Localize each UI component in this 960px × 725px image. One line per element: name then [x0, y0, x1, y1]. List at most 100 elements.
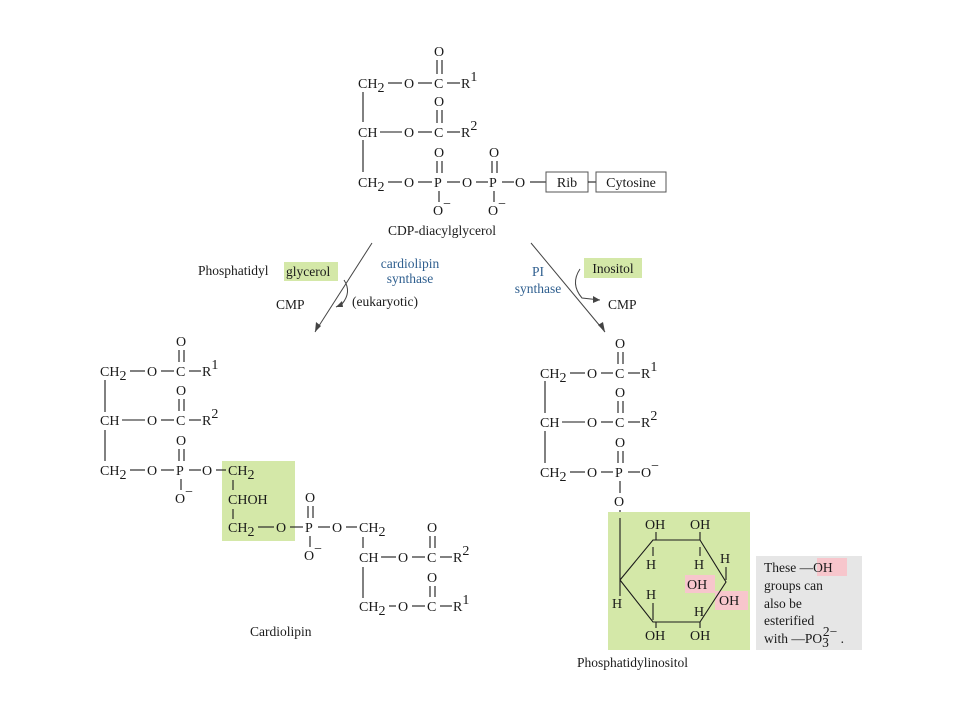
phosphatidylinositol-structure: CH2 O C O R1 CH O C O R2 CH2 O P O O− O — [540, 337, 750, 670]
r1-label: R1 — [202, 358, 218, 380]
carbonyl-oxygen-label: O — [176, 384, 186, 399]
oh-label: OH — [645, 518, 665, 533]
oh-label: OH — [645, 629, 665, 644]
enzyme-cardiolipin-synthase-line1: cardiolipin — [381, 256, 440, 271]
phosphoryl-oxygen-label: O — [489, 146, 499, 161]
phosphoryl-oxygen-label: O — [305, 491, 315, 506]
carbonyl-oxygen-label: O — [434, 95, 444, 110]
oxygen-label: O — [398, 551, 408, 566]
carbon-label: C — [434, 126, 443, 141]
oh-esterifiable-label: OH — [719, 594, 739, 609]
note-line5: with —PO32− . — [764, 624, 844, 650]
glycerol-bridge-highlight — [222, 461, 295, 541]
h-label: H — [720, 552, 730, 567]
oxygen-label: O — [398, 600, 408, 615]
carbonyl-oxygen-label: O — [176, 335, 186, 350]
h-label: H — [694, 605, 704, 620]
r1-label: R1 — [461, 70, 477, 92]
inositol-highlight — [584, 258, 642, 278]
left-reaction-arrow — [314, 242, 373, 333]
o-minus-label: O− — [641, 459, 659, 481]
ch-label: CH — [359, 551, 378, 566]
cmp-label: CMP — [608, 297, 637, 312]
cytosine-box — [595, 171, 667, 193]
carbon-label: C — [434, 77, 443, 92]
curved-arrowhead — [336, 301, 343, 307]
cmp-label: CMP — [276, 297, 305, 312]
cardiolipin-title: Cardiolipin — [250, 624, 312, 639]
ch2-label: CH2 — [540, 367, 566, 386]
phosphorus-label: P — [489, 176, 497, 191]
oxygen-label: O — [276, 521, 286, 536]
note-line4: esterified — [764, 613, 814, 628]
right-reaction: PI synthase Inositol CMP — [515, 242, 642, 333]
ch2-label: CH2 — [100, 365, 126, 384]
cytosine-label: Cytosine — [606, 176, 656, 191]
left-arrowhead — [315, 322, 321, 332]
carbon-label: C — [615, 416, 624, 431]
oxygen-label: O — [404, 176, 414, 191]
inositol-label: Inositol — [592, 261, 634, 276]
oxygen-label: O — [587, 416, 597, 431]
o-minus-label: O− — [488, 197, 506, 219]
oxygen-label: O — [587, 466, 597, 481]
cdp-diacylglycerol-title: CDP-diacylglycerol — [388, 223, 496, 238]
ch2-label: CH2 — [359, 521, 385, 540]
note-line2: groups can — [764, 578, 823, 593]
r2-label: R2 — [202, 407, 218, 429]
curved-arrowhead — [593, 296, 600, 303]
phosphoryl-oxygen-label: O — [176, 434, 186, 449]
oxygen-label: O — [515, 176, 525, 191]
phosphorus-label: P — [615, 466, 623, 481]
eukaryotic-condition-label: (eukaryotic) — [352, 294, 418, 309]
enzyme-cardiolipin-synthase-line2: synthase — [387, 271, 434, 286]
carbon-label: C — [176, 414, 185, 429]
oxygen-label: O — [404, 77, 414, 92]
ch2-label: CH2 — [228, 464, 254, 483]
r2-label: R2 — [641, 409, 657, 431]
ribose-label: Rib — [557, 176, 577, 191]
ch2-label: CH2 — [228, 521, 254, 540]
oh-label: OH — [690, 518, 710, 533]
r2-label: R2 — [461, 119, 477, 141]
phosphoryl-oxygen-label: O — [615, 436, 625, 451]
oh-esterifiable-label: OH — [687, 578, 707, 593]
carbon-label: C — [427, 551, 436, 566]
o-minus-label: O− — [304, 542, 322, 564]
ch2-label: CH2 — [358, 176, 384, 195]
oxygen-label: O — [147, 365, 157, 380]
note-line1: These —OH — [764, 560, 833, 575]
carbon-label: C — [427, 600, 436, 615]
substrate-in-curved-arrow — [575, 268, 601, 301]
carbon-label: C — [615, 367, 624, 382]
phosphoryl-oxygen-label: O — [434, 146, 444, 161]
h-label: H — [646, 588, 656, 603]
esterification-note: These —OH groups can also be esterified … — [756, 556, 862, 650]
note-line3: also be — [764, 596, 802, 611]
r1-label: R1 — [641, 360, 657, 382]
r1-label: R1 — [453, 593, 469, 615]
phosphorus-label: P — [305, 521, 313, 536]
oxygen-label: O — [404, 126, 414, 141]
h-label: H — [646, 558, 656, 573]
oxygen-label: O — [462, 176, 472, 191]
glycerol-label: glycerol — [286, 264, 330, 279]
o-minus-label: O− — [433, 197, 451, 219]
carbonyl-oxygen-label: O — [615, 386, 625, 401]
ch-label: CH — [358, 126, 377, 141]
phosphatidylglycerol-label: Phosphatidyl — [198, 263, 269, 278]
ch-label: CH — [100, 414, 119, 429]
oxygen-label: O — [587, 367, 597, 382]
inositol-ring-highlight — [608, 512, 750, 650]
ch2-label: CH2 — [359, 600, 385, 619]
phosphorus-label: P — [176, 464, 184, 479]
enzyme-pi-synthase-line1: PI — [532, 264, 545, 279]
ch2-label: CH2 — [358, 77, 384, 96]
carbonyl-oxygen-label: O — [615, 337, 625, 352]
right-reaction-arrow — [530, 242, 606, 333]
o-minus-label: O− — [175, 485, 193, 507]
ester-oxygen-label: O — [614, 495, 624, 510]
carbonyl-oxygen-label: O — [434, 45, 444, 60]
